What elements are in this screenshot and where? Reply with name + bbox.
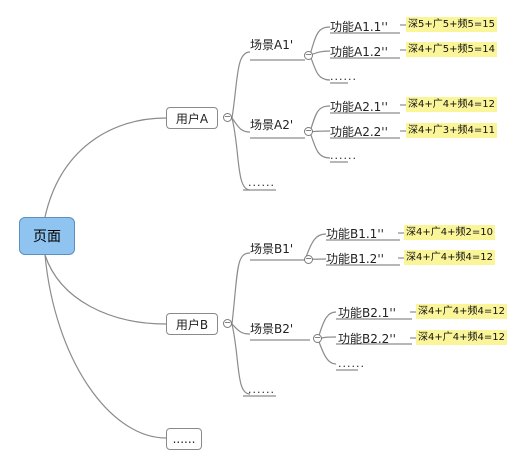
user-a-label: 用户A xyxy=(175,111,209,126)
scene-b1-label: 场景B1' xyxy=(250,242,294,256)
feature-label: 功能A1.2'' xyxy=(330,45,388,59)
more-scenes[interactable]: ...... xyxy=(248,176,275,189)
score-badge: 深5+广5+频5=15 xyxy=(406,17,497,32)
score-text: 深4+广4+频4=12 xyxy=(418,332,505,343)
more-label: ...... xyxy=(248,176,275,189)
more-label: ...... xyxy=(330,149,357,162)
root-label: 页面 xyxy=(33,229,61,245)
scene-a2[interactable]: 场景A2' xyxy=(250,116,293,133)
collapse-icon[interactable]: − xyxy=(304,126,313,136)
feature-b2-2[interactable]: 功能B2.2'' xyxy=(338,330,396,347)
score-text: 深4+广4+频4=12 xyxy=(406,252,493,263)
feature-label: 功能B1.1'' xyxy=(326,227,384,241)
more-users-label: ...... xyxy=(172,432,196,446)
score-text: 深4+广3+频4=11 xyxy=(408,125,495,136)
scene-a1-label: 场景A1' xyxy=(250,38,294,52)
scene-b1[interactable]: 场景B1' xyxy=(250,240,293,257)
score-badge: 深4+广4+频4=12 xyxy=(416,330,507,345)
feature-a2-1[interactable]: 功能A2.1'' xyxy=(330,98,388,115)
feature-a2-2[interactable]: 功能A2.2'' xyxy=(330,123,388,140)
user-b-label: 用户B xyxy=(175,317,209,332)
feature-label: 功能B1.2'' xyxy=(326,252,384,266)
score-badge: 深4+广3+频4=11 xyxy=(406,123,497,138)
feature-label: 功能B2.1'' xyxy=(338,306,396,320)
feature-b1-2[interactable]: 功能B1.2'' xyxy=(326,250,384,267)
user-b-node[interactable]: 用户B xyxy=(166,313,218,335)
scene-a1[interactable]: 场景A1' xyxy=(250,36,293,53)
collapse-icon[interactable]: − xyxy=(223,318,232,328)
more-features[interactable]: ...... xyxy=(338,357,365,370)
score-badge: 深4+广4+频2=10 xyxy=(404,225,495,240)
scene-a2-label: 场景A2' xyxy=(250,118,294,132)
more-scenes[interactable]: ...... xyxy=(248,383,275,396)
scene-b2[interactable]: 场景B2' xyxy=(250,320,293,337)
feature-b1-1[interactable]: 功能B1.1'' xyxy=(326,225,384,242)
feature-label: 功能A2.2'' xyxy=(330,125,388,139)
user-a-node[interactable]: 用户A xyxy=(166,107,218,129)
score-text: 深4+广4+频2=10 xyxy=(406,227,493,238)
root-node[interactable]: 页面 xyxy=(19,217,75,255)
score-badge: 深4+广4+频4=12 xyxy=(406,97,497,112)
more-users-node[interactable]: ...... xyxy=(166,428,202,450)
feature-a1-1[interactable]: 功能A1.1'' xyxy=(330,18,388,35)
feature-label: 功能A2.1'' xyxy=(330,100,388,114)
feature-b2-1[interactable]: 功能B2.1'' xyxy=(338,304,396,321)
more-label: ...... xyxy=(338,357,365,370)
collapse-icon[interactable]: − xyxy=(304,254,313,264)
collapse-icon[interactable]: − xyxy=(223,112,232,122)
feature-a1-2[interactable]: 功能A1.2'' xyxy=(330,43,388,60)
score-text: 深4+广5+频5=14 xyxy=(408,44,495,55)
collapse-icon[interactable]: − xyxy=(313,333,322,343)
more-label: ...... xyxy=(330,70,357,83)
feature-label: 功能B2.2'' xyxy=(338,332,396,346)
score-text: 深5+广5+频5=15 xyxy=(408,19,495,30)
collapse-icon[interactable]: − xyxy=(304,50,313,60)
score-badge: 深4+广4+频4=12 xyxy=(416,304,507,319)
more-label: ...... xyxy=(248,383,275,396)
score-text: 深4+广4+频4=12 xyxy=(408,99,495,110)
scene-b2-label: 场景B2' xyxy=(250,322,294,336)
more-features[interactable]: ...... xyxy=(330,70,357,83)
score-badge: 深4+广4+频4=12 xyxy=(404,250,495,265)
score-text: 深4+广4+频4=12 xyxy=(418,306,505,317)
more-features[interactable]: ...... xyxy=(330,149,357,162)
score-badge: 深4+广5+频5=14 xyxy=(406,42,497,57)
feature-label: 功能A1.1'' xyxy=(330,20,388,34)
